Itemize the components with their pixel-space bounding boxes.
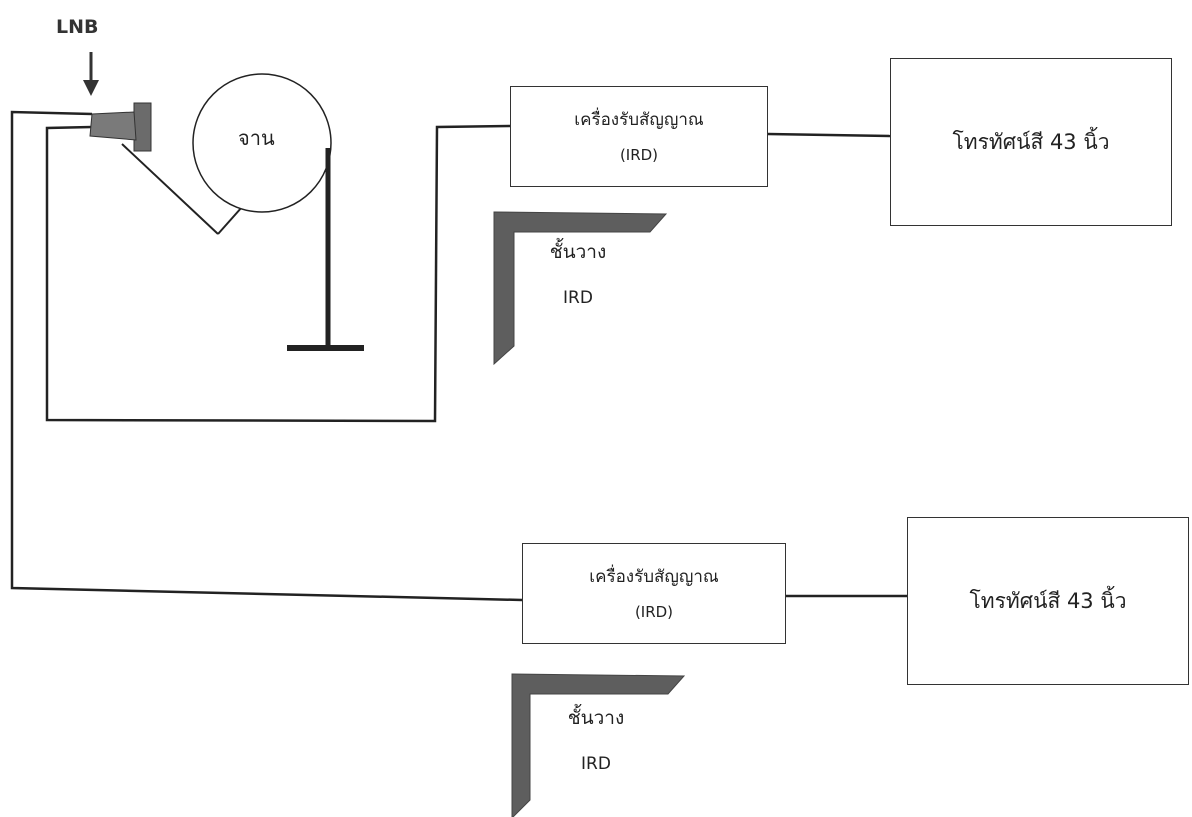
lnb-label: LNB — [56, 16, 99, 38]
television-label: โทรทัศน์สี 43 นิ้ว — [952, 129, 1110, 154]
shelf-icon — [493, 211, 668, 366]
cable-to-receiver-2 — [10, 110, 523, 602]
television-label: โทรทัศน์สี 43 นิ้ว — [969, 588, 1127, 613]
cable-to-receiver-1 — [45, 124, 511, 423]
down-arrow-icon — [83, 52, 99, 96]
shelf-sub: IRD — [581, 754, 611, 774]
dish-icon — [121, 73, 364, 351]
lnb-icon — [89, 102, 152, 152]
receiver-model: (IRD) — [619, 145, 659, 164]
receiver-name: เครื่องรับสัญญาณ — [589, 566, 719, 587]
shelf-icon — [511, 673, 686, 817]
shelf-label: ชั้นวาง IRD — [556, 706, 636, 776]
television-box: โทรทัศน์สี 43 นิ้ว — [890, 58, 1172, 226]
link-receiver-1-tv-1 — [767, 132, 891, 138]
receiver-box: เครื่องรับสัญญาณ (IRD) — [522, 543, 786, 644]
shelf-name: ชั้นวาง — [549, 241, 607, 263]
receiver-name: เครื่องรับสัญญาณ — [574, 109, 704, 130]
television-box: โทรทัศน์สี 43 นิ้ว — [907, 517, 1189, 685]
receiver-model: (IRD) — [634, 602, 674, 621]
shelf-label: ชั้นวาง IRD — [538, 240, 618, 310]
shelf-sub: IRD — [563, 288, 593, 308]
receiver-box: เครื่องรับสัญญาณ (IRD) — [510, 86, 768, 187]
dish-label: จาน — [238, 126, 275, 150]
shelf-name: ชั้นวาง — [567, 707, 625, 729]
